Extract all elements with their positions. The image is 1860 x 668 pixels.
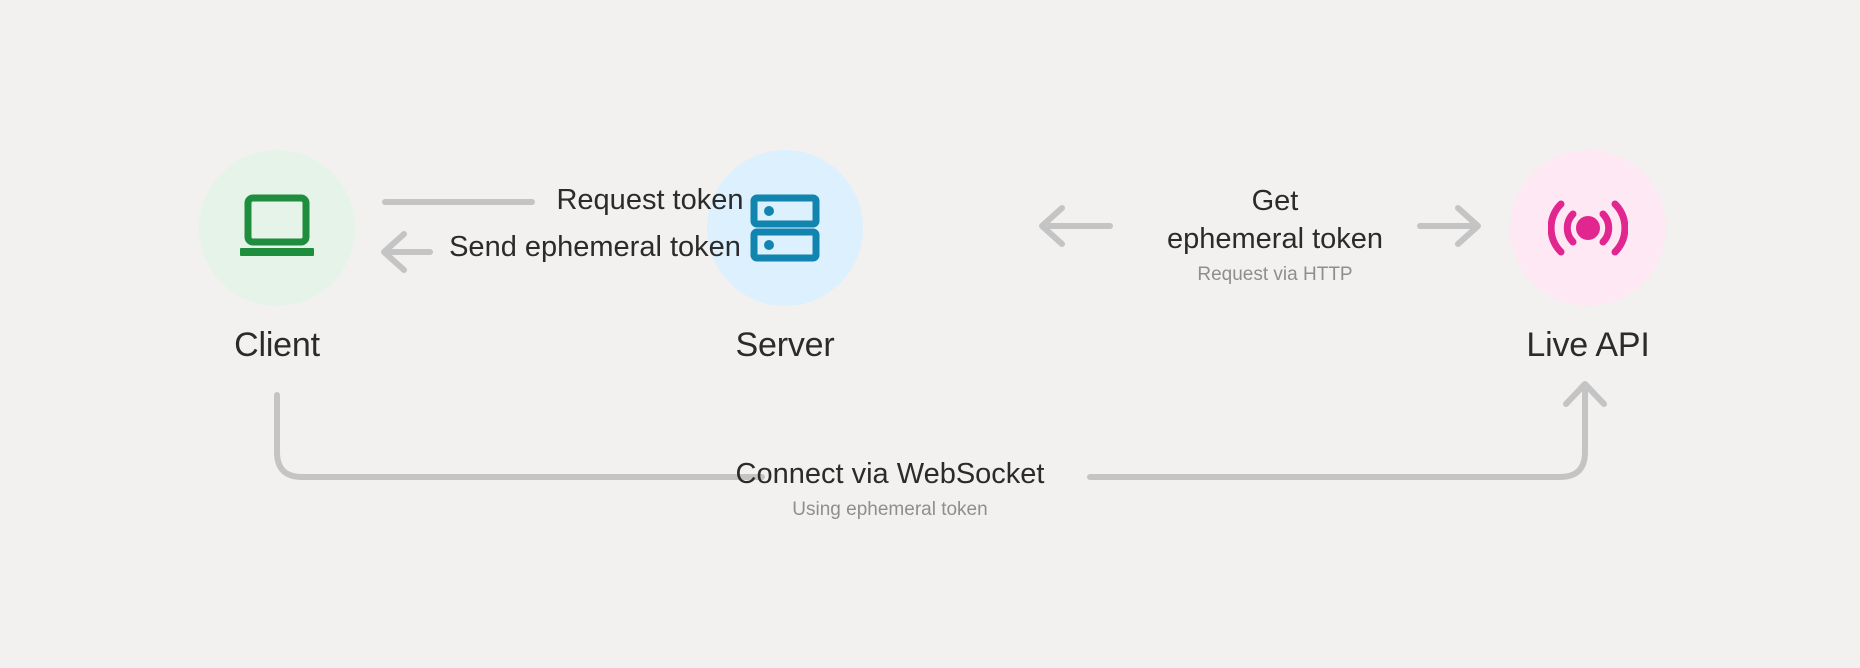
request-token-text: Request token [556, 184, 744, 216]
websocket-path-left [274, 392, 765, 480]
connect-websocket-subtext: Using ephemeral token [792, 499, 988, 520]
node-client[interactable]: Client [177, 150, 377, 362]
connector-label-get-ephemeral-token: Get ephemeral token Request via HTTP [1140, 182, 1410, 288]
get-token-text-line2: ephemeral token [1166, 223, 1384, 255]
server-icon [750, 194, 820, 262]
websocket-path-right [1087, 385, 1588, 480]
websocket-arrowhead-icon [1563, 381, 1607, 407]
server-label: Server [735, 326, 835, 364]
get-token-left-arrowhead-icon [1039, 205, 1065, 247]
node-server[interactable]: Server [685, 150, 885, 362]
node-live-api[interactable]: Live API [1488, 150, 1688, 362]
get-token-text-line1: Get [1251, 185, 1299, 217]
server-icon-circle [707, 150, 863, 306]
live-api-icon-circle [1510, 150, 1666, 306]
connector-label-send-ephemeral-token: Send ephemeral token [430, 228, 760, 266]
connect-websocket-text: Connect via WebSocket [735, 458, 1045, 490]
connector-label-connect-websocket: Connect via WebSocket Using ephemeral to… [700, 455, 1080, 523]
client-label: Client [234, 326, 320, 364]
connector-label-request-token: Request token [540, 181, 760, 219]
send-ephemeral-token-text: Send ephemeral token [449, 231, 741, 263]
get-token-right-arrowhead-icon [1455, 205, 1481, 247]
get-token-subtext: Request via HTTP [1197, 264, 1353, 285]
broadcast-signal-icon [1548, 200, 1628, 256]
send-token-arrowhead-icon [381, 231, 407, 273]
live-api-label: Live API [1526, 326, 1650, 364]
client-icon-circle [199, 150, 355, 306]
laptop-icon [240, 194, 314, 256]
